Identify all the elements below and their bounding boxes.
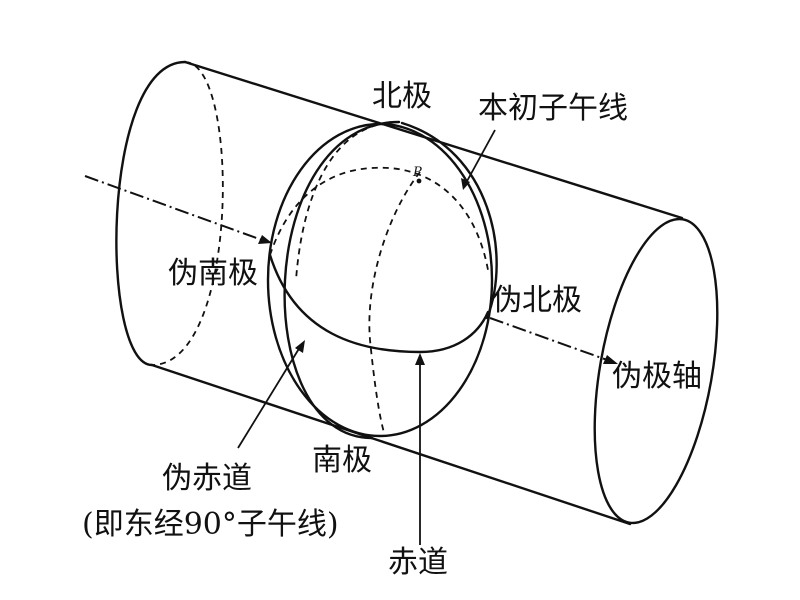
globe <box>266 120 498 440</box>
north-pole-label: 北极 <box>372 79 432 114</box>
cylinder-bottom-edge <box>150 363 632 526</box>
pseudo-polar-axis-line-left <box>84 175 263 241</box>
prime-meridian-hidden <box>368 171 421 437</box>
point-p-marker <box>416 178 422 184</box>
pseudo-equator-visible <box>283 120 401 440</box>
pseudo-polar-axis-arrow-left <box>258 235 272 244</box>
equator-visible <box>268 253 490 354</box>
pseudo-equator-label: 伪赤道 <box>162 461 252 496</box>
pseudo-polar-axis-line-right <box>489 317 611 362</box>
cylinder <box>115 60 719 526</box>
pseudo-polar-axis <box>84 175 618 364</box>
prime-meridian-leader-arrow <box>461 178 470 190</box>
equator-leader-arrow <box>415 353 425 365</box>
pseudo-polar-axis-arrow-right <box>603 355 618 364</box>
pseudo-equator-hidden <box>295 121 400 281</box>
prime-meridian-visible <box>400 121 498 320</box>
labels: 北极 本初子午线 P 伪南极 伪北极 伪极轴 伪赤道 (即东经90°子午线) 南… <box>82 79 702 580</box>
pseudo-equator-leader-arrow <box>295 340 305 353</box>
pseudo-north-pole-label: 伪北极 <box>492 283 582 318</box>
equator-hidden <box>269 166 489 271</box>
pseudo-south-pole-label: 伪南极 <box>168 256 258 291</box>
prime-meridian-label: 本初子午线 <box>478 91 628 126</box>
globe-outline <box>266 122 494 438</box>
south-pole-label: 南极 <box>312 443 372 478</box>
cylinder-left-end-visible <box>115 60 187 367</box>
leader-lines <box>237 129 496 545</box>
pseudo-equator-note-label: (即东经90°子午线) <box>82 507 339 542</box>
pseudo-polar-axis-label: 伪极轴 <box>612 359 702 394</box>
cylinder-top-edge <box>183 60 684 220</box>
cylinder-left-end-hidden <box>151 61 224 366</box>
equator-label: 赤道 <box>388 545 448 580</box>
point-p-label: P <box>412 165 422 180</box>
pseudo-equator-leader <box>237 346 301 449</box>
cylinder-right-end <box>593 217 719 525</box>
prime-meridian-leader <box>465 129 496 184</box>
